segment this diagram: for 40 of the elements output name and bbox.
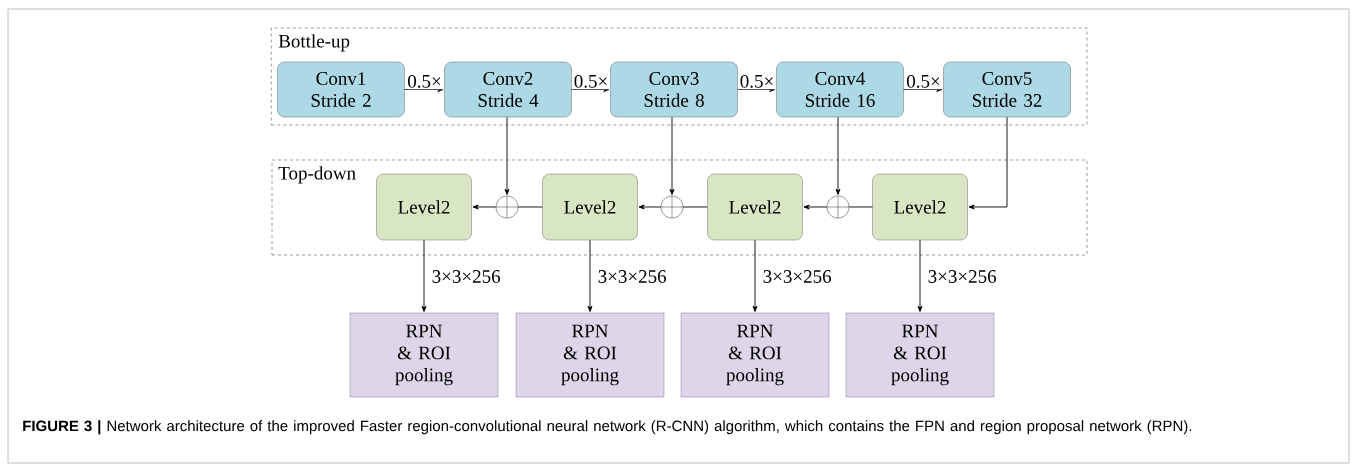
arrow [835,116,841,195]
arrow [472,204,497,210]
rpn-box: RPN & ROI pooling [349,312,499,398]
conv-block: Conv5 Stride 32 [943,61,1071,118]
rpn-box: RPN & ROI pooling [515,312,665,398]
sum-circle [495,195,519,219]
arrow [504,116,510,195]
level-block: Level2 [542,173,638,241]
sum-circle [826,195,850,219]
level-block: Level2 [707,173,803,241]
arrow [903,87,943,92]
sum-circle [660,195,684,219]
rpn-box: RPN & ROI pooling [845,312,995,398]
level-block: Level2 [872,173,968,241]
figure-caption: FIGURE 3 | Network architecture of the improved Faster region-convolutional neural network (R-CNN) algorithm, which contains the FPN and region proposal network (RPN). [23,420,1192,435]
arrow [968,116,1008,210]
edge-label: 3×3×256 [596,268,669,285]
arrow [571,87,610,92]
level-block: Level2 [376,173,472,241]
edge-label: 3×3×256 [761,268,834,285]
edge-label: 0.5× [572,73,610,90]
arrow [404,87,444,92]
arrow [737,87,776,92]
edge-label: 3×3×256 [430,268,503,285]
arrow [638,204,662,210]
conv-block: Conv3 Stride 8 [610,61,738,118]
arrow [669,116,675,195]
arrow [803,204,828,210]
arrow [421,239,427,312]
conv-block: Conv4 Stride 16 [776,61,904,118]
edge-label: 0.5× [904,73,943,90]
conv-block: Conv1 Stride 2 [277,61,405,118]
arrow [752,239,758,312]
conv-block: Conv2 Stride 4 [444,61,572,118]
edge-label: 0.5× [738,73,776,90]
edge-label: 0.5× [405,73,444,90]
rpn-box: RPN & ROI pooling [680,312,830,398]
edge-label: 3×3×256 [926,268,999,285]
arrow [587,239,593,312]
arrow [917,239,923,312]
